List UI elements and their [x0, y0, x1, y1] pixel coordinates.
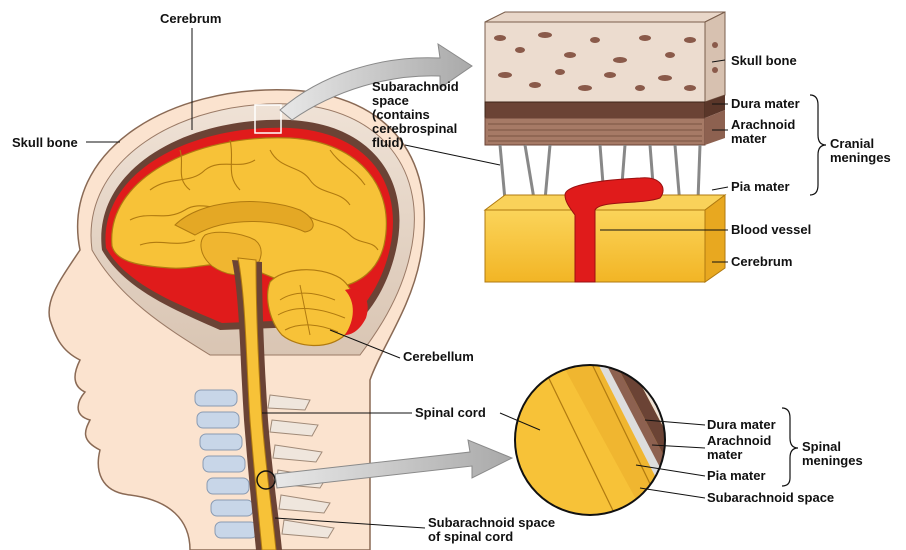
label-spinal-meninges: Spinal meninges [802, 439, 863, 468]
label-cerebrum-right: Cerebrum [731, 254, 793, 269]
spinal-meninges-zoom [514, 364, 666, 516]
label-cerebrum-top: Cerebrum [160, 11, 222, 26]
label-subarachnoid-space-spinal: Subarachnoid space [707, 490, 835, 505]
cranial-detail-marker [254, 104, 282, 134]
cerebellum-red-space [345, 289, 368, 335]
label-blood-vessel: Blood vessel [731, 222, 812, 237]
label-cranial-meninges: Cranial meninges [830, 136, 891, 165]
label-arachnoid-mater-spinal: Arachnoid mater [707, 433, 772, 462]
cerebellum-folia [277, 284, 346, 336]
label-skull-bone-left: Skull bone [12, 135, 78, 150]
spine [194, 257, 335, 550]
cranial-zoom-arrow [279, 42, 473, 121]
label-cerebellum: Cerebellum [403, 349, 474, 364]
label-arachnoid-mater-cranial: Arachnoid mater [731, 117, 796, 146]
label-pia-mater-spinal: Pia mater [707, 468, 766, 483]
cranial-meninges-cube [483, 11, 727, 283]
arachnoid-trabeculae [498, 144, 702, 211]
label-subarachnoid-space-cranial: Subarachnoid space (contains cerebrospin… [372, 79, 459, 150]
skull-bone-pores [494, 32, 718, 91]
spinal-cord-shape [237, 257, 277, 550]
corpus-callosum [174, 201, 314, 236]
cerebellum-shape [267, 269, 356, 347]
label-spinal-cord: Spinal cord [415, 405, 486, 420]
label-pia-mater-cranial: Pia mater [731, 179, 790, 194]
label-skull-bone-right: Skull bone [731, 53, 797, 68]
blood-vessel-shape [564, 177, 664, 283]
spinal-meninges-brace [781, 407, 799, 487]
label-dura-mater-cranial: Dura mater [731, 96, 800, 111]
spinal-detail-circle-marker [256, 470, 276, 490]
brain [111, 137, 387, 347]
cranial-meninges-brace [809, 94, 827, 196]
label-subarachnoid-space-of-spinal-cord: Subarachnoid space of spinal cord [428, 515, 556, 544]
spinal-zoom-arrow [274, 439, 514, 489]
leader-lines [86, 28, 729, 529]
label-dura-mater-spinal: Dura mater [707, 417, 776, 432]
